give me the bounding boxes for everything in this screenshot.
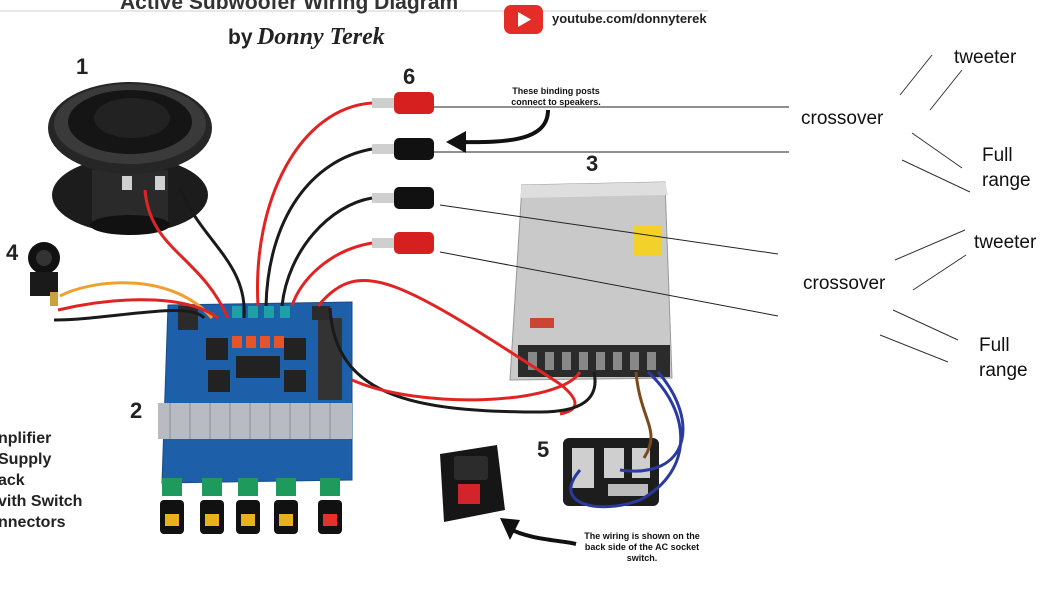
legend-item: nplifier [0, 430, 52, 447]
label-binding-posts-number: 6 [403, 64, 416, 89]
label-amplifier-number: 2 [130, 398, 143, 423]
byline-prefix: by [228, 26, 253, 49]
youtube-logo-icon [504, 5, 543, 34]
legend-item: Supply [0, 451, 52, 468]
top-range-label: range [982, 170, 1031, 191]
bottom-crossover-label: crossover [803, 273, 886, 294]
arrow-to-binding-posts [446, 109, 550, 153]
binding-posts-note-line2: connect to speakers. [511, 97, 601, 107]
amplifier-board [158, 301, 353, 534]
ac-socket-front [440, 445, 505, 522]
bottom-range-label: range [979, 360, 1028, 381]
ac-socket-note-line2: back side of the AC socket [584, 542, 700, 552]
ac-socket-note-line3: switch. [626, 553, 658, 563]
bottom-full-label: Full [979, 335, 1010, 356]
diagram-title: Active Subwoofer Wiring Diagram [120, 0, 459, 14]
label-power-switch-number: 4 [6, 240, 19, 265]
top-tweeter-label: tweeter [954, 47, 1017, 68]
crossover-pen-strokes [879, 54, 971, 363]
ac-socket-back [563, 438, 659, 506]
power-switch-jack [28, 242, 60, 306]
top-full-label: Full [982, 145, 1013, 166]
label-ac-socket-number: 5 [537, 437, 550, 462]
wires [53, 101, 685, 509]
legend-item: vith Switch [0, 493, 83, 510]
speaker-connection-lines [434, 106, 789, 317]
subwoofer-speaker [48, 82, 212, 235]
amplifier-knobs [160, 500, 342, 534]
binding-posts [372, 92, 434, 254]
label-power-supply-number: 3 [586, 151, 599, 176]
youtube-channel-link[interactable]: youtube.com/donnyterek [552, 11, 707, 26]
binding-posts-note-line1: These binding posts [512, 86, 600, 96]
bottom-tweeter-label: tweeter [974, 232, 1037, 253]
legend-item: nnectors [0, 514, 66, 531]
byline: by Donny Terek [228, 24, 385, 51]
legend-item: ack [0, 472, 25, 489]
component-legend: nplifier Supply ack vith Switch nnectors [0, 428, 108, 533]
top-crossover-label: crossover [801, 108, 884, 129]
binding-posts-note: These binding posts connect to speakers. [496, 86, 616, 108]
byline-author: Donny Terek [256, 24, 385, 50]
arrow-to-ac-socket [500, 518, 577, 546]
ac-socket-note: The wiring is shown on the back side of … [574, 531, 710, 564]
ac-socket-note-line1: The wiring is shown on the [584, 531, 700, 541]
label-speaker-number: 1 [76, 54, 89, 79]
